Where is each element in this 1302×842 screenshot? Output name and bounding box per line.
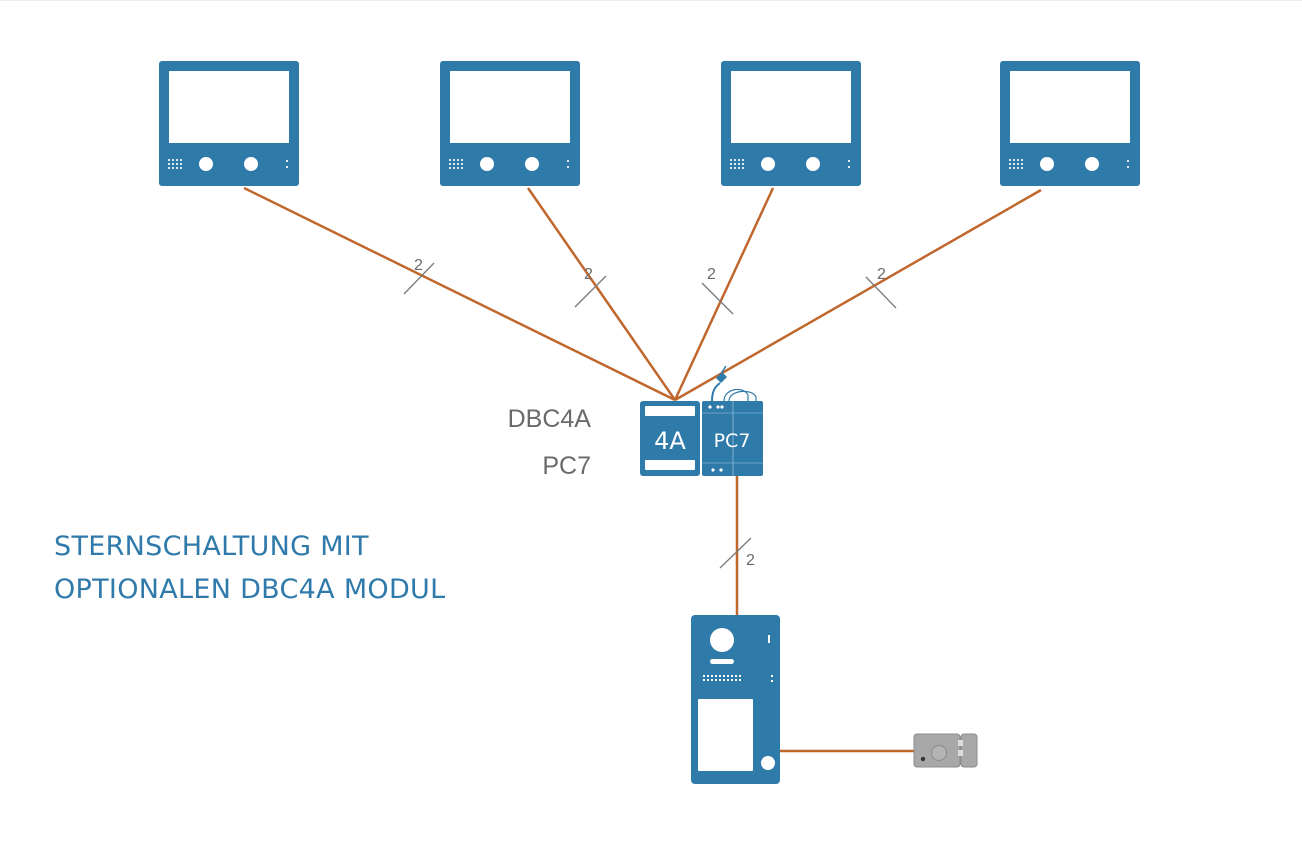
diagram-title: STERNSCHALTUNG MIT OPTIONALEN DBC4A MODU… [54,525,445,611]
tick-monitor-2 [574,275,607,308]
title-line-1: STERNSCHALTUNG MIT [54,531,369,562]
tick-monitor-1 [403,262,435,295]
tick-monitor-4 [865,276,897,309]
tick-monitor-3 [701,282,734,315]
door-lock-icon [913,733,978,768]
title-line-2: OPTIONALEN DBC4A MODUL [54,574,446,605]
wire-monitor-1 [243,186,676,402]
wire-count-monitor-1: 2 [414,257,423,274]
door-station-icon [691,615,780,784]
monitor-1-icon [159,61,299,186]
module-label-dbc4a: DBC4A [508,405,592,433]
monitor-4-icon [1000,61,1140,186]
pc7-module-icon: PC7 [702,365,763,476]
module-label-pc7: PC7 [542,452,591,480]
dbc4a-module-icon: 4A [640,401,700,476]
top-border [0,0,1302,1]
monitor-3-icon [721,61,861,186]
wire-ticks [403,262,897,569]
wire-monitor-3 [673,187,775,401]
wire-count-monitor-4: 2 [877,266,886,283]
wires [243,186,1042,753]
wire-count-door-station: 2 [746,552,755,569]
wire-count-monitor-2: 2 [584,266,593,283]
wire-monitor-2 [526,187,677,401]
wire-monitor-4 [674,188,1042,402]
monitor-2-icon [440,61,580,186]
tick-door-station [719,537,752,569]
dbc4a-face-label: 4A [654,427,686,455]
pc7-face-label: PC7 [714,430,751,452]
wire-count-monitor-3: 2 [707,266,716,283]
